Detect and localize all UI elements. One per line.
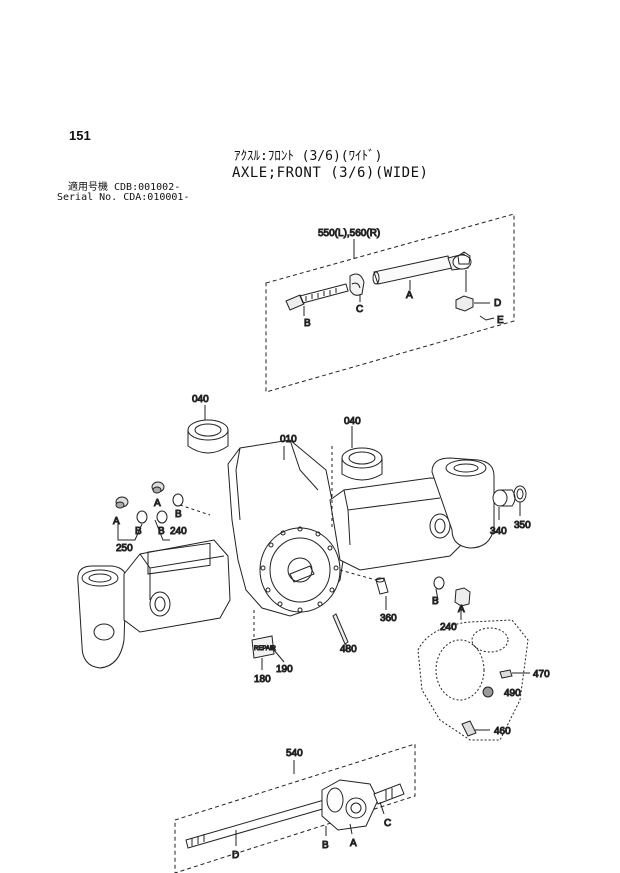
bolt-460 — [461, 720, 490, 737]
callout-240-right: 240 — [440, 622, 457, 633]
drive-shaft-group — [174, 743, 416, 873]
applicable-machine-line: 適用号機 CDB:001002- — [68, 182, 181, 193]
right-letter-b: B — [432, 596, 439, 607]
callout-040-left: 040 — [192, 394, 209, 405]
right-small-parts — [433, 576, 471, 620]
callout-540: 540 — [286, 748, 303, 759]
left-letter-b-lower: B — [135, 526, 142, 537]
axle-housing-010 — [77, 439, 495, 669]
callout-240-left-label: 240 — [170, 526, 187, 537]
shaft-letter-a: A — [350, 838, 357, 849]
ball-joint-end — [447, 251, 472, 292]
left-letter-b-mid: B — [158, 526, 165, 537]
callout-480: 480 — [340, 644, 357, 655]
tie-rod-tube-a — [372, 255, 453, 290]
tie-letter-a: A — [406, 290, 413, 301]
callout-180: 180 — [254, 674, 271, 685]
pin-480 — [332, 613, 349, 650]
knuckle-dotted-outline — [417, 619, 529, 741]
shaft-letter-c: C — [384, 818, 391, 829]
tie-rod-end-b — [285, 283, 349, 316]
callout-040-right: 040 — [344, 416, 361, 427]
callout-010: 010 — [280, 434, 297, 445]
tie-letter-b: B — [304, 318, 311, 329]
bolt-470 — [499, 669, 530, 679]
right-letter-a: A — [458, 604, 465, 615]
cotter-pin-e — [479, 315, 495, 321]
tie-rod-dashed-box — [265, 213, 515, 393]
tie-rod-group — [265, 213, 515, 393]
shaft-letter-d: D — [232, 850, 239, 861]
callout-340: 340 — [490, 526, 507, 537]
tie-rod-clamp-c — [349, 273, 365, 302]
tie-letter-d: D — [494, 298, 501, 309]
title-english: AXLE;FRONT (3/6)(WIDE) — [232, 165, 429, 181]
bushing-040-left — [187, 405, 229, 454]
bushing-340-ring-350 — [492, 485, 527, 520]
callout-350: 350 — [514, 520, 531, 531]
drive-shaft-dashed-box — [174, 743, 416, 873]
callout-360: 360 — [380, 613, 397, 624]
washer-490 — [482, 686, 494, 698]
bushing-040-right — [341, 426, 383, 481]
callout-250: 250 — [116, 543, 133, 554]
castle-nut-d — [455, 295, 490, 312]
callout-470: 470 — [533, 669, 550, 680]
callout-490: 490 — [504, 688, 521, 699]
serial-number-line: Serial No. CDA:010001- — [57, 192, 190, 203]
plug-360 — [339, 569, 389, 610]
left-small-parts — [115, 405, 229, 541]
callout-460: 460 — [494, 726, 511, 737]
left-letter-b-upper: B — [175, 509, 182, 520]
left-letter-a-upper: A — [154, 498, 161, 509]
tie-letter-c: C — [356, 304, 363, 315]
left-letter-a-lower: A — [113, 516, 120, 527]
title-japanese: ｱｸｽﾙ:ﾌﾛﾝﾄ (3/6)(ﾜｲﾄﾞ) — [234, 149, 383, 164]
shaft-letter-b: B — [322, 840, 329, 851]
tie-letter-e: E — [497, 315, 504, 326]
repair-plate-text: REPAIR — [254, 646, 277, 652]
callout-190: 190 — [276, 664, 293, 675]
page-number: 151 — [69, 128, 91, 143]
callout-550: 550(L),560(R) — [318, 228, 380, 239]
plate-180: REPAIR — [251, 635, 285, 670]
